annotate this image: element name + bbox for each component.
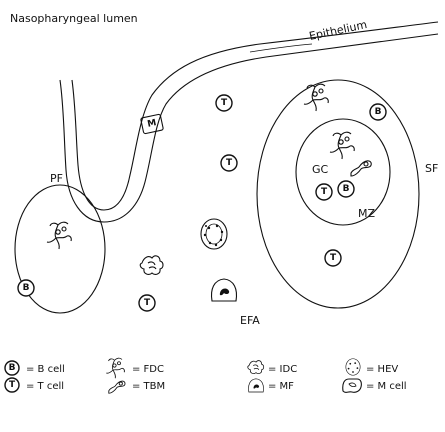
efa-t-cell-1: T [216, 95, 232, 111]
legend-idc: = IDC [248, 361, 297, 375]
sf-t-cell-gc: T [316, 184, 332, 200]
tbm-icon [109, 381, 125, 393]
mf-icon [249, 379, 264, 392]
germinal-center [296, 119, 390, 225]
efa-macrophage [212, 279, 237, 301]
efa-label: EFA [240, 314, 260, 327]
legend-mf: = MF [249, 379, 295, 392]
legend-m-cell-text: = M cell [366, 381, 407, 392]
lumen-label: Nasopharyngeal lumen [10, 12, 138, 25]
hev-icon [346, 359, 360, 376]
efa-t-cell-2-letter: T [226, 158, 233, 168]
legend-mf-text: = MF [268, 381, 294, 392]
legend-b-letter: B [9, 363, 16, 373]
legend-fdc-text: = FDC [132, 364, 164, 375]
sf-t-cell-gc-letter: T [321, 187, 328, 197]
efa-hev [201, 219, 227, 249]
sf-t-cell-mantle-letter: T [330, 253, 337, 263]
gc-label: GC [312, 163, 329, 176]
sf-fdc-cell-gc [330, 132, 354, 159]
legend-b-cell: B = B cell [5, 361, 65, 375]
efa-t-cell-2: T [221, 155, 237, 171]
legend-tbm-text: = TBM [132, 381, 165, 392]
fdc-icon [106, 358, 124, 378]
sf-t-cell-mantle: T [325, 250, 341, 266]
legend-idc-text: = IDC [268, 364, 297, 375]
t-cell-icon: T [5, 378, 19, 392]
sf-b-cell-gc: B [338, 181, 354, 197]
efa-t-cell-3: T [139, 295, 155, 311]
legend-t-cell: T = T cell [5, 378, 64, 392]
legend-tbm: = TBM [109, 381, 165, 393]
sf-b-cell-mantle: B [370, 104, 386, 120]
legend: B = B cell T = T cell = FDC = TBM = IDC [5, 358, 407, 393]
pf-b-cell-letter: B [23, 283, 30, 293]
efa-idc-cell [140, 256, 163, 275]
legend-t-cell-text: = T cell [26, 381, 64, 392]
legend-t-letter: T [9, 380, 16, 390]
secondary-follicle [257, 80, 419, 308]
sf-b-cell-mantle-letter: B [375, 107, 382, 117]
efa-t-cell-3-letter: T [144, 298, 151, 308]
pf-label: PF [50, 172, 63, 185]
m-cell-icon [343, 379, 362, 392]
b-cell-icon: B [5, 361, 19, 375]
legend-m-cell: = M cell [343, 379, 407, 392]
sf-tbm-cell [351, 161, 371, 176]
epithelium-dash [250, 44, 312, 52]
legend-b-cell-text: = B cell [26, 364, 65, 375]
idc-icon [248, 361, 264, 374]
epithelium-inner-line [60, 34, 438, 222]
legend-hev-text: = HEV [366, 364, 398, 375]
sf-label: SF [425, 162, 438, 175]
epithelium-label: Epithelium [308, 18, 368, 43]
efa-t-cell-1-letter: T [221, 98, 228, 108]
sf-b-cell-gc-letter: B [343, 184, 350, 194]
legend-fdc: = FDC [106, 358, 164, 378]
mz-label: MZ [358, 207, 375, 220]
m-cell-marker-label: M [147, 118, 158, 130]
pf-b-cell: B [18, 280, 34, 296]
legend-hev: = HEV [346, 359, 399, 376]
pf-fdc-cell [47, 222, 71, 249]
